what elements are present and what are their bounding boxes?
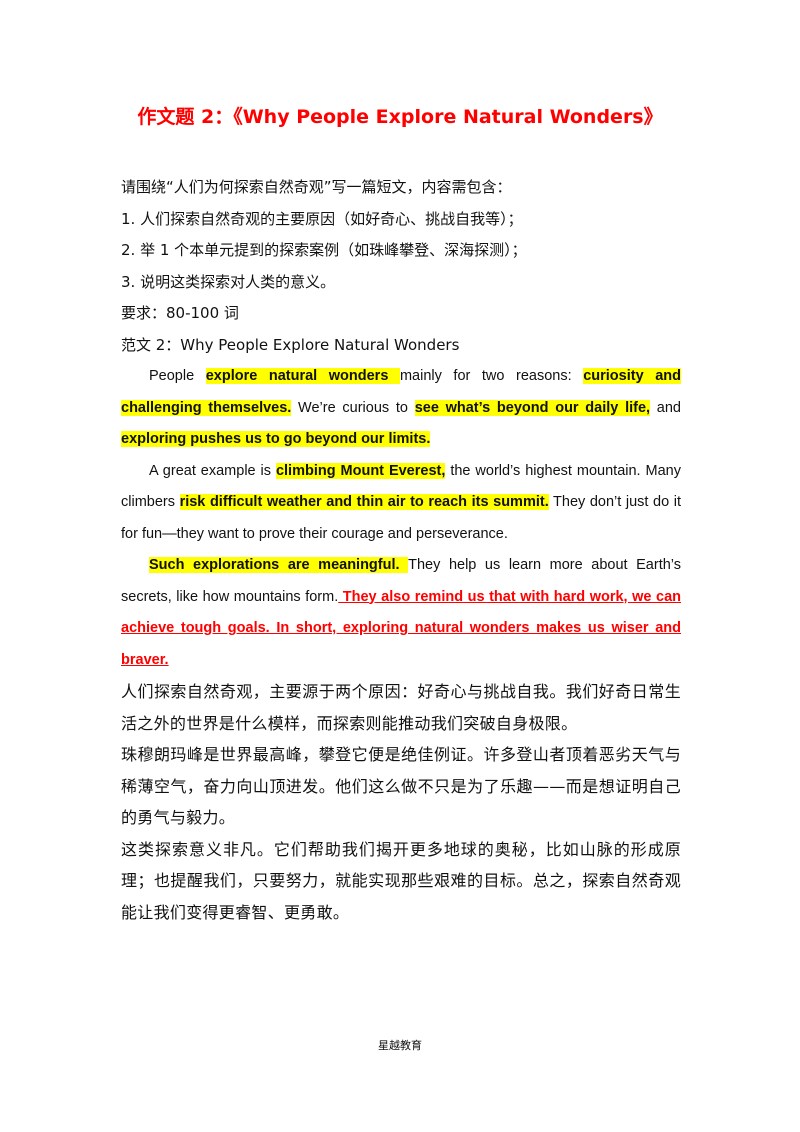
highlighted-phrase: explore natural wonders xyxy=(205,368,400,384)
highlighted-phrase: see what’s beyond our daily life, xyxy=(414,399,651,416)
translation-paragraph-3: 这类探索意义非凡。它们帮助我们揭开更多地球的奥秘，比如山脉的形成原理；也提醒我们… xyxy=(121,839,681,922)
highlighted-phrase: Such explorations are meaningful. xyxy=(149,557,409,573)
prompt-item-3: 3. 说明这类探索对人类的意义。 xyxy=(121,272,336,291)
essay-segment: A great example is xyxy=(149,462,276,479)
essay-segment: They help us learn more about Earth’s se… xyxy=(121,557,681,605)
prompt-item-2: 2. 举 1 个本单元提到的探索案例（如珠峰攀登、深海探测）； xyxy=(121,241,527,259)
highlighted-phrase: go beyond our limits. xyxy=(283,431,431,447)
highlighted-phrase: risk difficult weather and thin air to r… xyxy=(179,494,549,510)
essay-paragraph-1: People explore natural wonders mainly fo… xyxy=(121,361,681,456)
sample-essay-label: 范文 2：Why People Explore Natural Wonders xyxy=(121,335,460,354)
essay-title: 作文题 2：《Why People Explore Natural Wonder… xyxy=(137,106,663,128)
word-requirement: 要求：80-100 词 xyxy=(121,304,239,322)
highlighted-phrase: climbing Mount Everest, xyxy=(275,462,446,479)
essay-segment: We’re curious to xyxy=(291,399,415,416)
essay-segment: and xyxy=(650,399,681,416)
prompt-item-1: 1. 人们探索自然奇观的主要原因（如好奇心、挑战自我等）； xyxy=(121,209,523,228)
highlighted-phrase: exploring pushes us to xyxy=(121,431,284,447)
essay-segment: They don’t just do it for fun—they want … xyxy=(121,494,681,542)
essay-segment: People xyxy=(149,368,206,384)
essay-paragraph-2: A great example is climbing Mount Everes… xyxy=(121,456,681,551)
essay-paragraph-3: Such explorations are meaningful. They h… xyxy=(121,550,681,676)
translation-paragraph-1: 人们探索自然奇观，主要源于两个原因：好奇心与挑战自我。我们好奇日常生活之外的世界… xyxy=(121,682,681,733)
translation-paragraph-2: 珠穆朗玛峰是世界最高峰，攀登它便是绝佳例证。许多登山者顶着恶劣天气与稀薄空气，奋… xyxy=(121,745,681,827)
red-emphasis-text: They also remind us that with hard work,… xyxy=(121,588,681,668)
document-content: 请围绕“人们为何探索自然奇观”写一篇短文，内容需包含： 1. 人们探索自然奇观的… xyxy=(121,172,681,928)
sample-essay: People explore natural wonders mainly fo… xyxy=(121,361,681,676)
essay-segment: the world’s highest mountain. Many climb… xyxy=(121,462,681,511)
prompt-intro: 请围绕“人们为何探索自然奇观”写一篇短文，内容需包含： xyxy=(121,178,512,196)
footer-brand: 星越教育 xyxy=(378,1039,422,1052)
essay-segment: mainly for two reasons: xyxy=(399,368,584,384)
